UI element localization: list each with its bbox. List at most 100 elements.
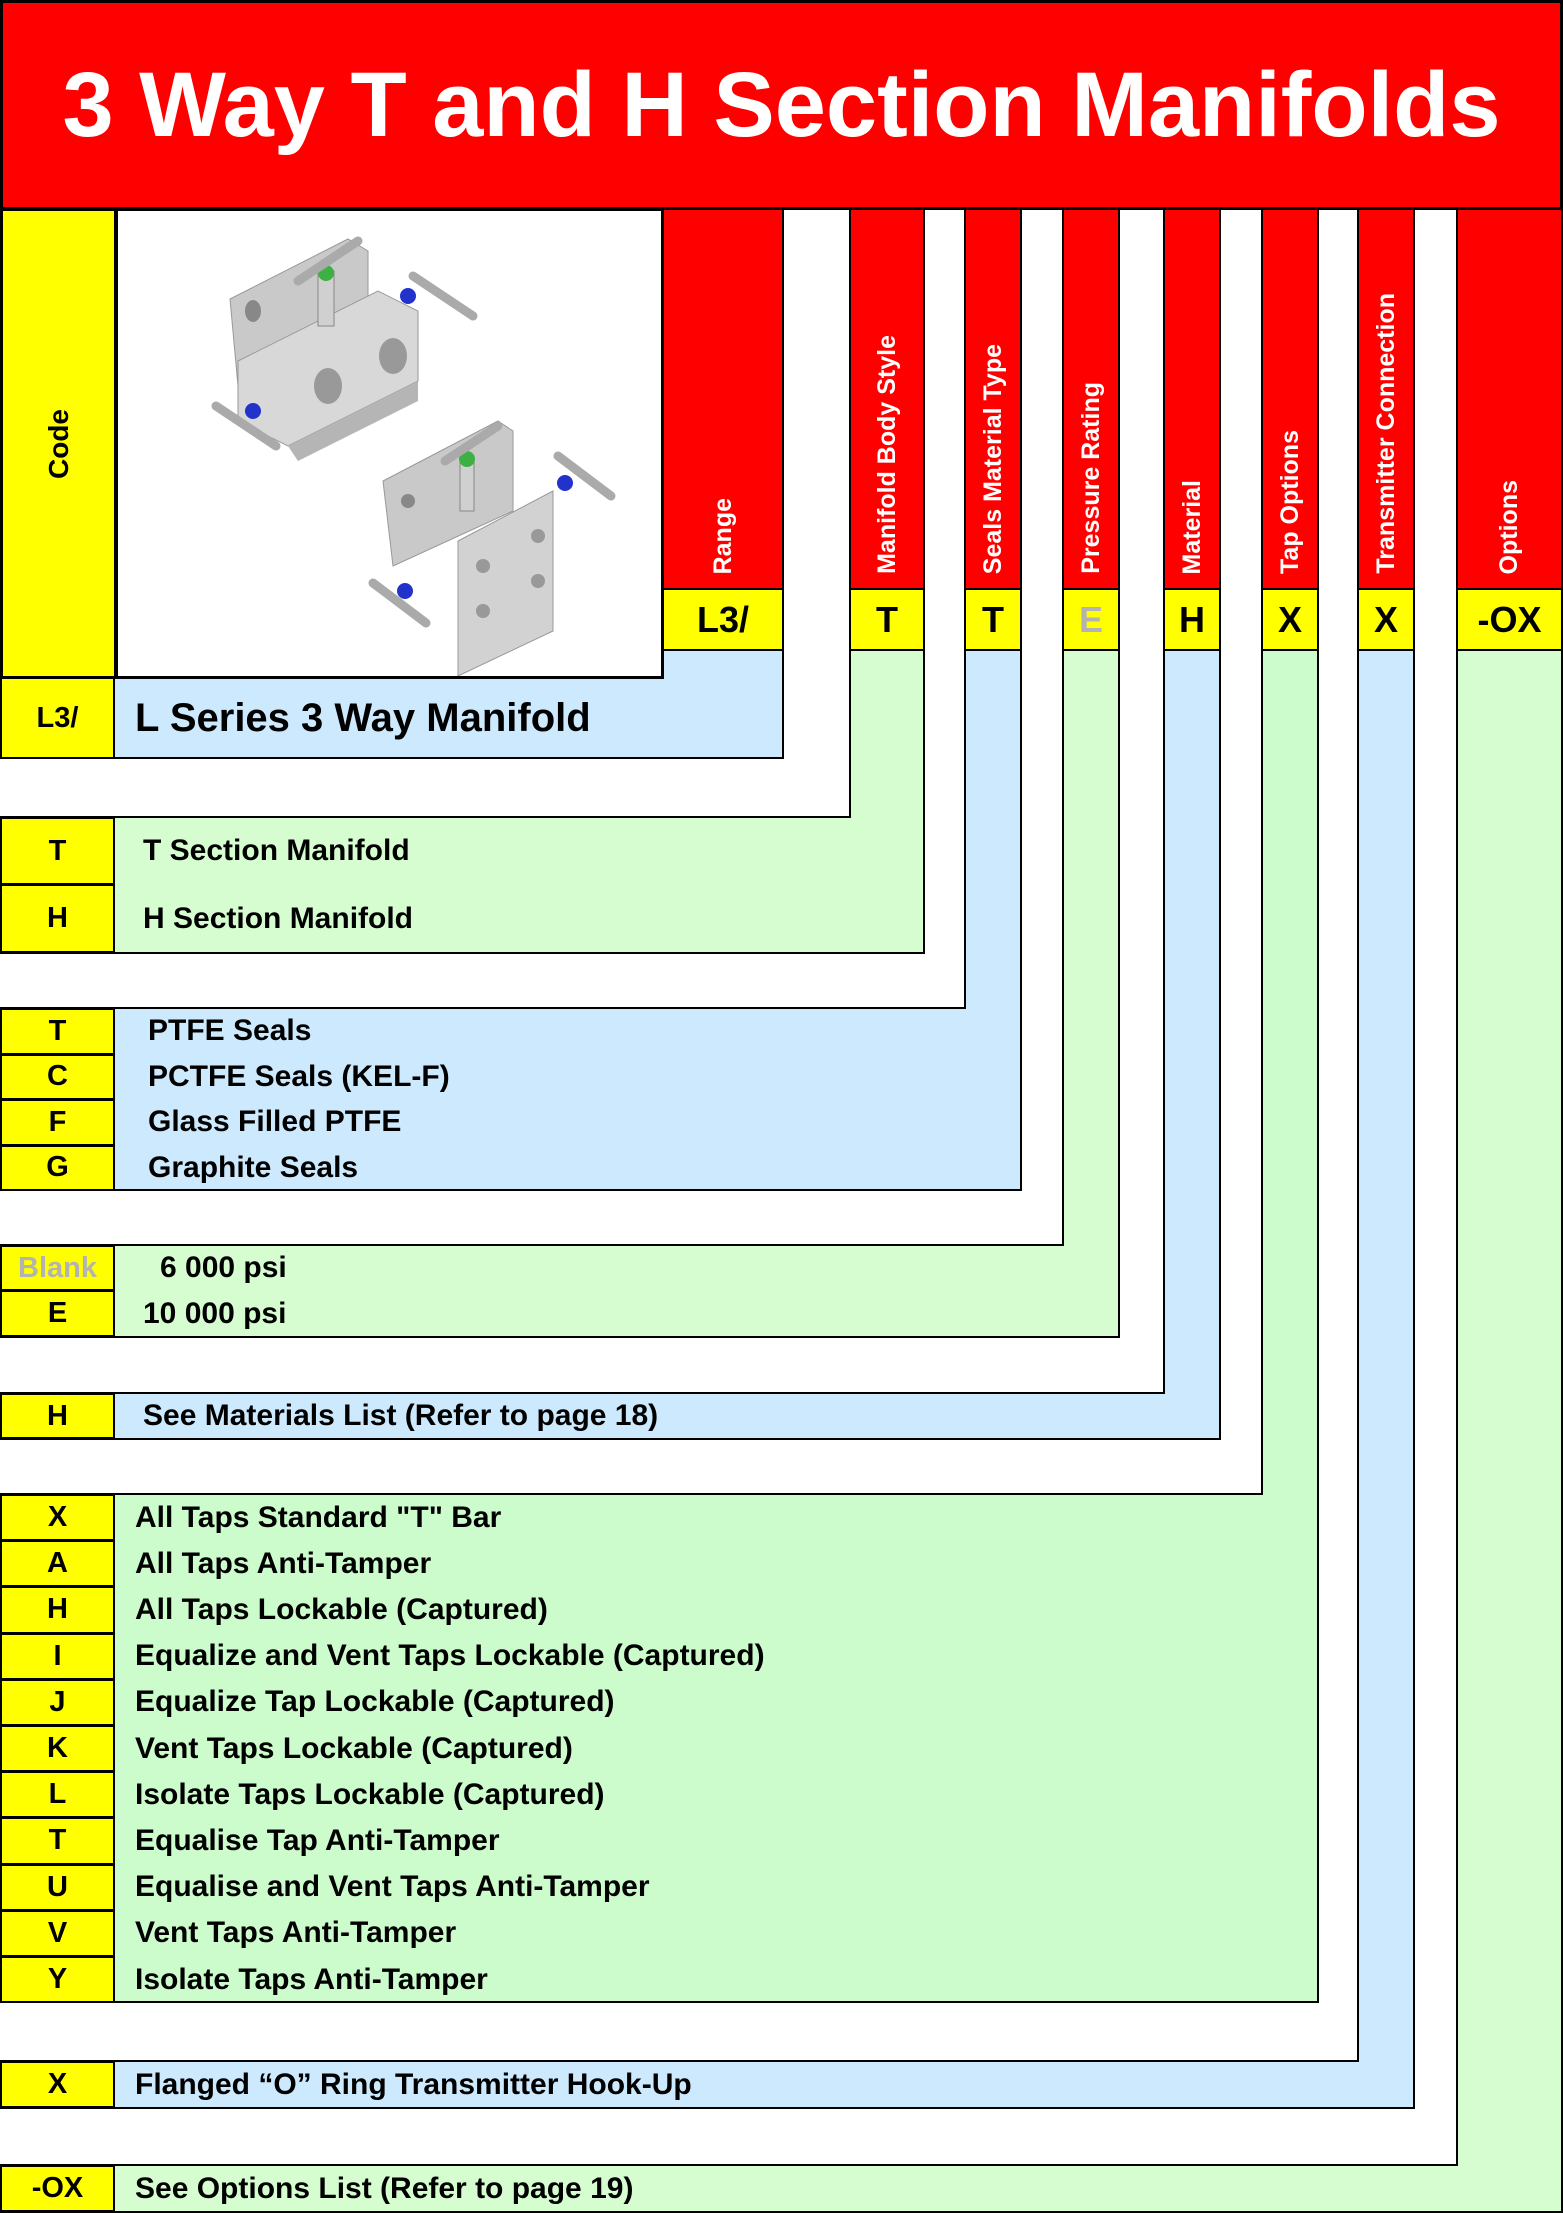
option-description: Flanged “O” Ring Transmitter Hook-Up <box>135 2067 692 2101</box>
code-label: Code <box>42 408 74 479</box>
list-item: T T Section Manifold <box>0 817 410 885</box>
option-code: T <box>0 1817 115 1865</box>
list-item: G Graphite Seals <box>0 1144 359 1191</box>
option-code: H <box>0 1393 115 1439</box>
option-description: All Taps Anti-Tamper <box>135 1546 432 1580</box>
column-label: Pressure Rating <box>1076 382 1105 574</box>
product-image <box>115 208 664 679</box>
selected-code-transmitter: X <box>1357 588 1415 651</box>
option-description: See Options List (Refer to page 19) <box>135 2171 634 2205</box>
option-code: A <box>0 1540 115 1588</box>
option-description: Isolate Taps Anti-Tamper <box>135 1962 488 1996</box>
column-label: Transmitter Connection <box>1371 293 1400 574</box>
list-item: J Equalize Tap Lockable (Captured) <box>0 1678 615 1726</box>
option-code: Blank <box>0 1245 115 1291</box>
column-label: Manifold Body Style <box>872 335 901 574</box>
option-description: PTFE Seals <box>148 1014 312 1048</box>
list-item: L Isolate Taps Lockable (Captured) <box>0 1771 605 1819</box>
list-item: F Glass Filled PTFE <box>0 1099 401 1146</box>
option-description: Isolate Taps Lockable (Captured) <box>135 1777 605 1811</box>
option-code: K <box>0 1725 115 1773</box>
column-header-tap-options: Tap Options <box>1261 208 1319 590</box>
column-header-range: Range <box>662 208 784 590</box>
list-item: A All Taps Anti-Tamper <box>0 1540 432 1588</box>
list-item: L3/ L Series 3 Way Manifold <box>0 677 591 759</box>
list-item: T PTFE Seals <box>0 1008 311 1055</box>
t-section-manifold-image <box>211 236 478 461</box>
option-code: Y <box>0 1956 115 2004</box>
page-title: 3 Way T and H Section Manifolds <box>0 0 1563 210</box>
option-description: PCTFE Seals (KEL-F) <box>148 1059 450 1093</box>
list-item: H All Taps Lockable (Captured) <box>0 1586 548 1634</box>
code-column-header: Code <box>0 208 117 679</box>
selected-code-options: -OX <box>1456 588 1563 651</box>
list-item: E 10 000 psi <box>0 1290 286 1337</box>
list-item: T Equalise Tap Anti-Tamper <box>0 1817 500 1865</box>
option-description: T Section Manifold <box>143 834 410 867</box>
selected-code-range: L3/ <box>662 588 784 651</box>
list-item: K Vent Taps Lockable (Captured) <box>0 1725 573 1773</box>
option-description: 6 000 psi <box>160 1251 287 1284</box>
selected-code-body-style: T <box>849 588 925 651</box>
list-item: -OX See Options List (Refer to page 19) <box>0 2165 633 2212</box>
option-code: T <box>0 1008 115 1055</box>
option-code: H <box>0 884 115 953</box>
option-description: All Taps Standard "T" Bar <box>135 1500 502 1534</box>
list-item: V Vent Taps Anti-Tamper <box>0 1909 457 1957</box>
option-code: C <box>0 1053 115 1100</box>
option-description: Equalize Tap Lockable (Captured) <box>135 1685 615 1719</box>
list-item: X Flanged “O” Ring Transmitter Hook-Up <box>0 2061 692 2108</box>
option-code: I <box>0 1632 115 1680</box>
option-code: L <box>0 1771 115 1819</box>
selected-code-pressure: E <box>1062 588 1120 651</box>
option-description: Equalise and Vent Taps Anti-Tamper <box>135 1870 650 1904</box>
option-code: G <box>0 1144 115 1191</box>
column-label: Seals Material Type <box>978 343 1007 574</box>
list-item: U Equalise and Vent Taps Anti-Tamper <box>0 1863 650 1911</box>
option-description: Equalize and Vent Taps Lockable (Capture… <box>135 1639 765 1673</box>
column-header-body-style: Manifold Body Style <box>849 208 925 590</box>
column-header-pressure: Pressure Rating <box>1062 208 1120 590</box>
list-item: X All Taps Standard "T" Bar <box>0 1494 502 1542</box>
column-header-transmitter: Transmitter Connection <box>1357 208 1415 590</box>
list-item: H See Materials List (Refer to page 18) <box>0 1393 658 1439</box>
option-description: H Section Manifold <box>143 901 413 935</box>
manifold-illustration <box>211 236 616 677</box>
option-code: X <box>0 2061 115 2108</box>
option-code: J <box>0 1678 115 1726</box>
option-description: All Taps Lockable (Captured) <box>135 1592 548 1626</box>
option-code: L3/ <box>0 677 115 759</box>
list-item: C PCTFE Seals (KEL-F) <box>0 1053 450 1100</box>
option-description: L Series 3 Way Manifold <box>135 695 591 740</box>
option-code: -OX <box>0 2165 115 2212</box>
column-label: Material <box>1177 479 1206 574</box>
option-description: Equalise Tap Anti-Tamper <box>135 1823 500 1857</box>
column-header-material: Material <box>1163 208 1221 590</box>
option-code: X <box>0 1494 115 1542</box>
option-code: F <box>0 1099 115 1146</box>
list-item: H H Section Manifold <box>0 884 413 953</box>
selected-code-seals: T <box>964 588 1022 651</box>
list-item: Y Isolate Taps Anti-Tamper <box>0 1956 488 2004</box>
option-description: See Materials List (Refer to page 18) <box>143 1399 659 1432</box>
h-section-manifold-image <box>368 420 616 677</box>
list-item: I Equalize and Vent Taps Lockable (Captur… <box>0 1632 765 1680</box>
column-label: Options <box>1495 479 1523 574</box>
selected-code-material: H <box>1163 588 1221 651</box>
option-description: Vent Taps Lockable (Captured) <box>135 1731 573 1765</box>
option-description: Glass Filled PTFE <box>148 1105 402 1139</box>
column-label: Tap Options <box>1275 430 1304 574</box>
option-description: 10 000 psi <box>143 1296 287 1330</box>
column-label: Range <box>708 497 737 574</box>
column-header-options: Options <box>1456 208 1563 590</box>
option-description: Vent Taps Anti-Tamper <box>135 1916 457 1950</box>
list-item: Blank 6 000 psi <box>0 1245 287 1291</box>
option-code: E <box>0 1290 115 1337</box>
option-description: Graphite Seals <box>148 1150 359 1184</box>
option-code: T <box>0 817 115 885</box>
selected-code-tap-options: X <box>1261 588 1319 651</box>
column-header-seals: Seals Material Type <box>964 208 1022 590</box>
option-code: V <box>0 1909 115 1957</box>
option-code: H <box>0 1586 115 1634</box>
option-code: U <box>0 1863 115 1911</box>
